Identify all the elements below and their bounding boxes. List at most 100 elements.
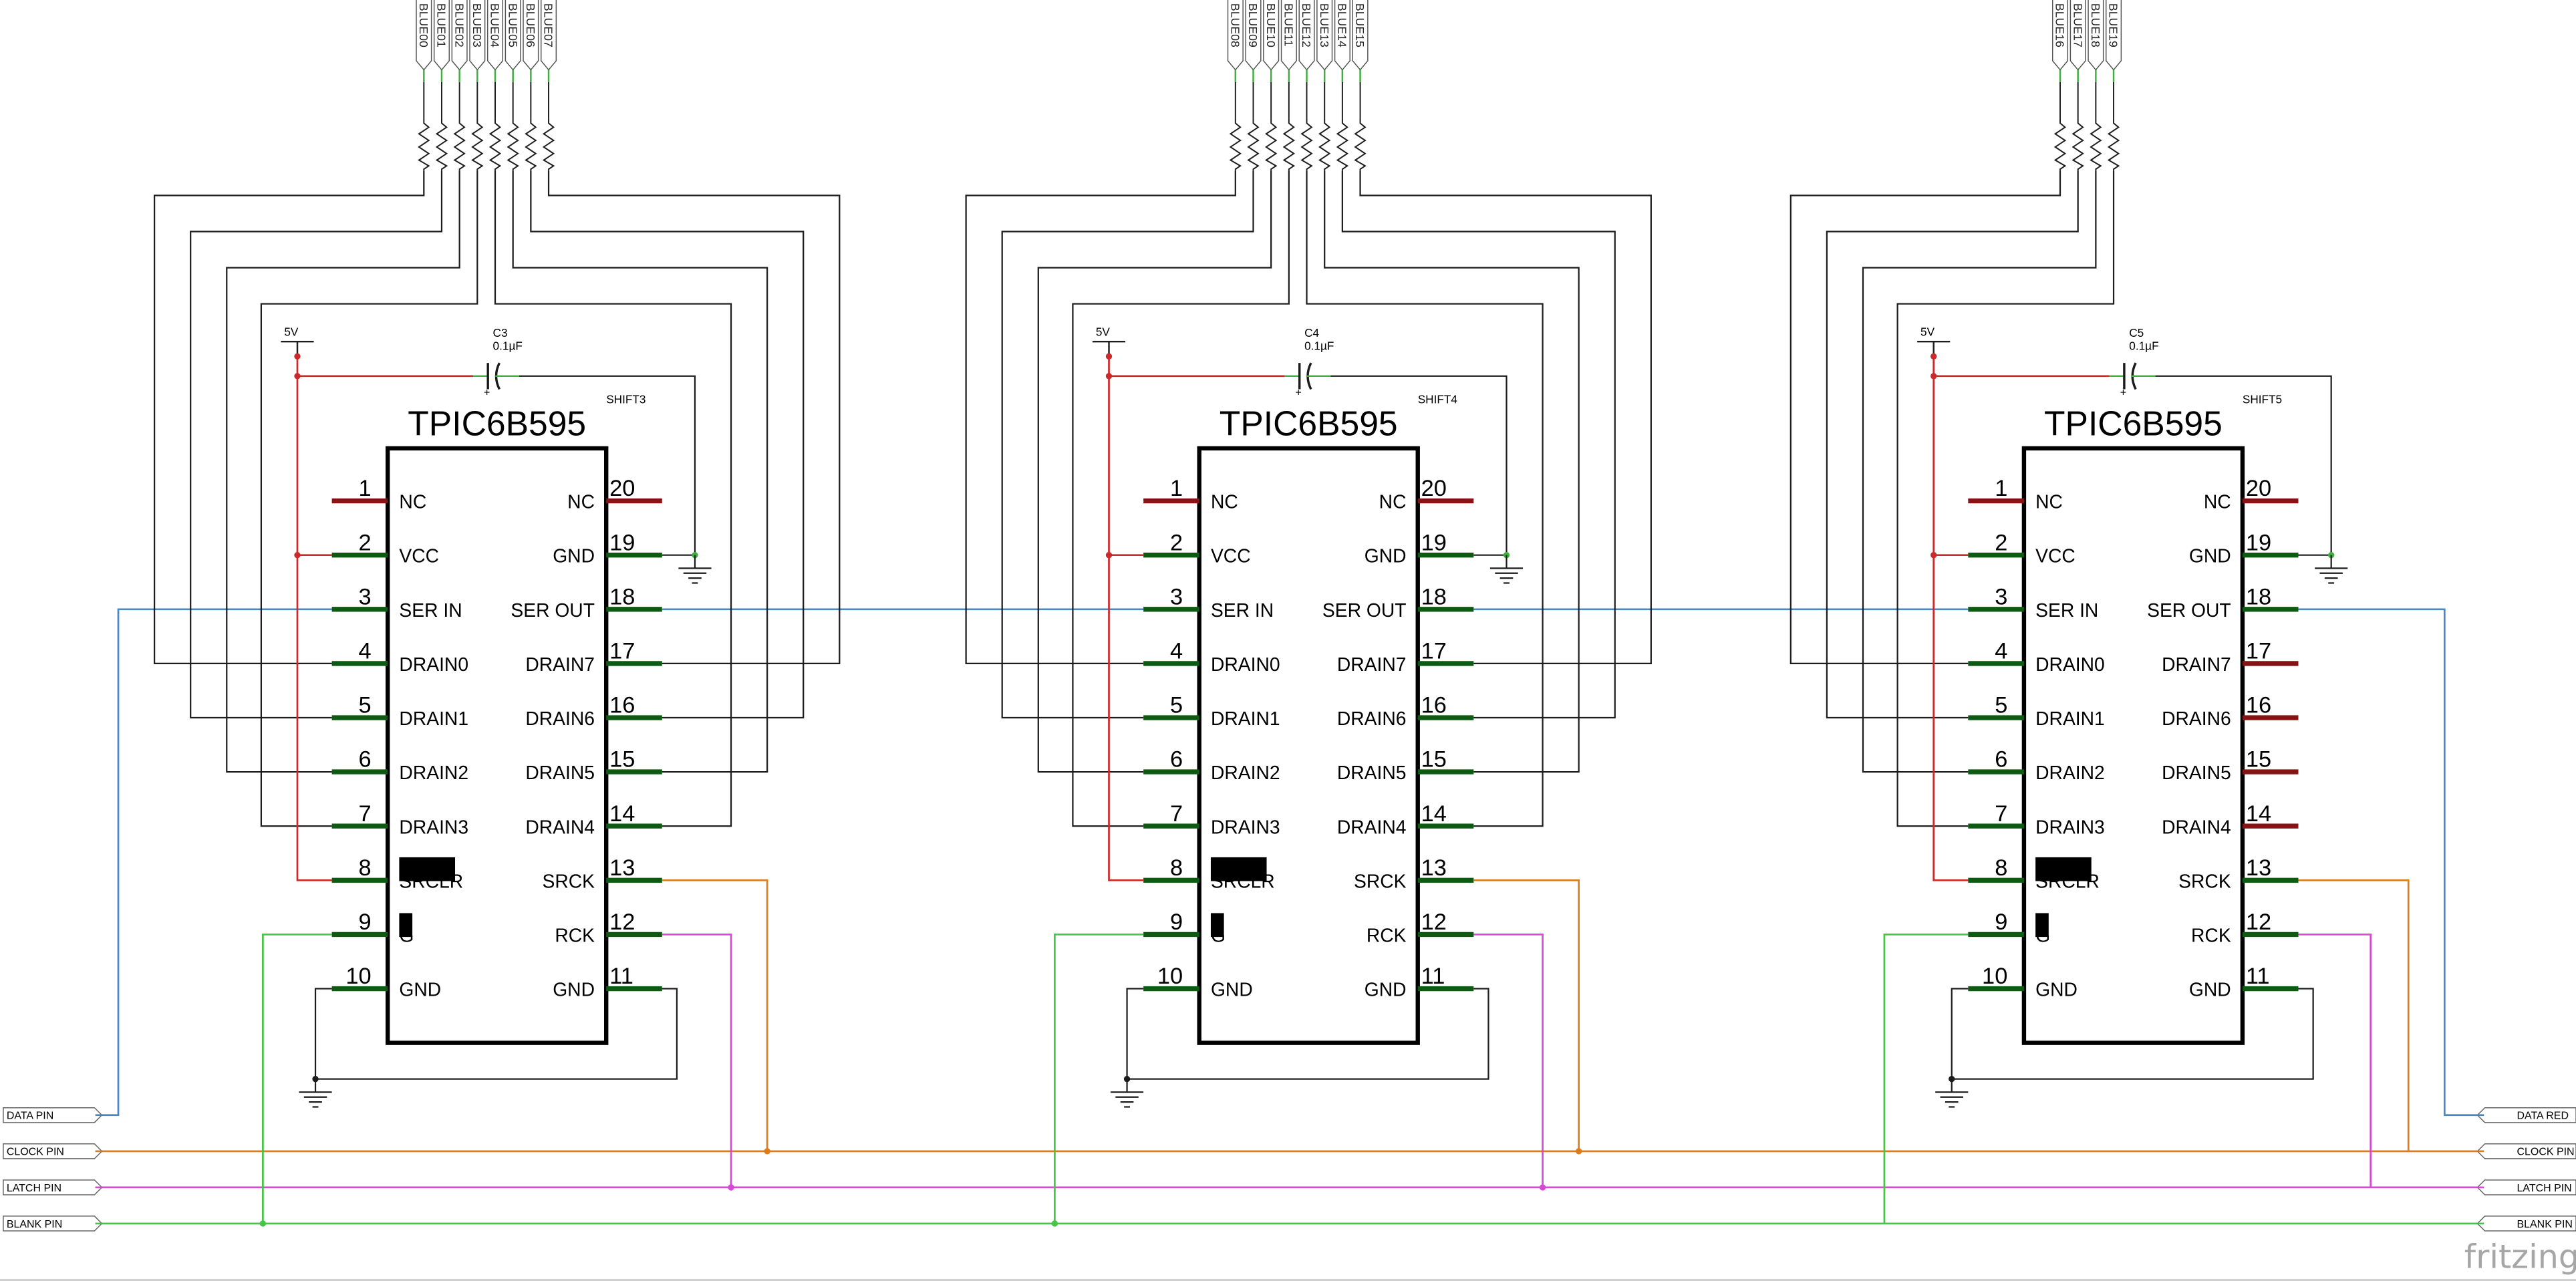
pin-number: 3: [1170, 584, 1183, 609]
gnd-wire: [519, 375, 696, 556]
pin-number: 10: [345, 964, 371, 989]
pin-number: 2: [358, 530, 371, 555]
pin-number: 20: [609, 476, 635, 501]
net-label-text: BLUE07: [542, 3, 555, 47]
pin-name: SER OUT: [511, 599, 595, 621]
pin-number: 16: [609, 693, 635, 718]
pin-name: RCK: [1367, 924, 1407, 946]
net-label-flag: [3, 1179, 103, 1195]
net-label-text: BLUE08: [1228, 3, 1242, 47]
pin-number: 6: [1170, 747, 1183, 772]
power-5v: 5V: [281, 325, 474, 881]
net-label-text: BLUE13: [1318, 3, 1331, 47]
power-label: 5V: [1920, 325, 1935, 339]
net-label-text: BLUE11: [1282, 3, 1295, 47]
pin-number: 7: [1995, 801, 2007, 827]
junction-dot: [294, 552, 301, 559]
pin-name: SRCK: [1354, 870, 1407, 891]
net-label-text: BLUE17: [2071, 3, 2084, 47]
pin-name: NC: [2204, 491, 2231, 513]
latch-drop-wire: [662, 934, 732, 1187]
bus-drops-shift5: [1883, 879, 2410, 1224]
pin-number: 12: [609, 909, 635, 935]
resistor-blue18: BLUE18: [2088, 0, 2104, 171]
resistor-blue15: BLUE15: [1352, 0, 1369, 171]
pin-number: 8: [358, 855, 371, 881]
pin-1: 1NC: [1143, 476, 1238, 513]
ground-icon: [1489, 555, 1524, 584]
pin-name: GND: [2035, 979, 2078, 1000]
pin-name: DRAIN7: [2162, 654, 2231, 675]
pin-number: 9: [358, 909, 371, 935]
resistor-blue12: BLUE12: [1298, 0, 1315, 171]
pin-number: 18: [609, 584, 635, 609]
pin-number: 20: [1421, 476, 1447, 501]
net-label-flag: [2476, 1143, 2576, 1159]
resistor-blue14: BLUE14: [1334, 0, 1350, 171]
drain-wire: [153, 170, 425, 665]
resistor-blue08: BLUE08: [1227, 0, 1244, 171]
resistor-icon: [1247, 118, 1260, 171]
net-label-flag: [416, 0, 432, 71]
pin-number: 2: [1995, 530, 2007, 555]
pin-name: DRAIN6: [525, 708, 595, 729]
net-label-left-0: DATA PIN: [3, 1107, 103, 1123]
drain-wire: [965, 170, 1236, 665]
pin-name: DRAIN4: [2162, 816, 2231, 837]
resistor-blue03: BLUE03: [469, 0, 486, 171]
drain-wire: [1306, 170, 1544, 827]
pin-number: 11: [609, 964, 633, 989]
resistor-blue13: BLUE13: [1316, 0, 1333, 171]
pin-name: VCC: [1211, 545, 1251, 567]
drain-wire: [1072, 170, 1290, 827]
pin-number: 15: [1421, 747, 1447, 772]
power-label: 5V: [284, 325, 299, 339]
resistor-icon: [1229, 118, 1242, 171]
capacitor-polarity: +: [1296, 387, 1302, 398]
chip-title: TPIC6B595: [2044, 404, 2223, 442]
pin-number: 9: [1995, 909, 2007, 935]
resistor-blue06: BLUE06: [523, 0, 539, 171]
net-label-text: BLUE09: [1246, 3, 1260, 47]
capacitor-ref: C4: [1304, 326, 1319, 339]
net-label-text: BLUE12: [1300, 3, 1313, 47]
data-chain: [102, 608, 2478, 1117]
pin-name: DRAIN4: [1337, 816, 1407, 837]
net-label-flag: [1352, 0, 1369, 71]
pin-number: 19: [2246, 530, 2271, 555]
pin-name: DRAIN5: [1337, 762, 1407, 783]
net-label-text: LATCH PIN: [7, 1183, 61, 1194]
net-label-left-1: CLOCK PIN: [3, 1143, 103, 1159]
pin-number: 5: [358, 693, 371, 718]
pin-number: 3: [1995, 584, 2007, 609]
pin-name: DRAIN6: [1337, 708, 1407, 729]
data-out-wire: [2298, 608, 2478, 1117]
net-label-flag: [1316, 0, 1333, 71]
latch-drop-wire: [2298, 934, 2372, 1187]
pin-number: 19: [1421, 530, 1447, 555]
drain-wire: [1324, 170, 1580, 773]
net-label-flag: [1334, 0, 1350, 71]
pin-number: 9: [1170, 909, 1183, 935]
pin-number: 8: [1995, 855, 2007, 881]
capacitor-polarity: +: [2120, 387, 2126, 398]
pin-name: SRCK: [2178, 870, 2231, 891]
pin-name: DRAIN0: [2035, 654, 2105, 675]
pin-number: 20: [2246, 476, 2271, 501]
blank-drop-wire: [262, 934, 332, 1224]
